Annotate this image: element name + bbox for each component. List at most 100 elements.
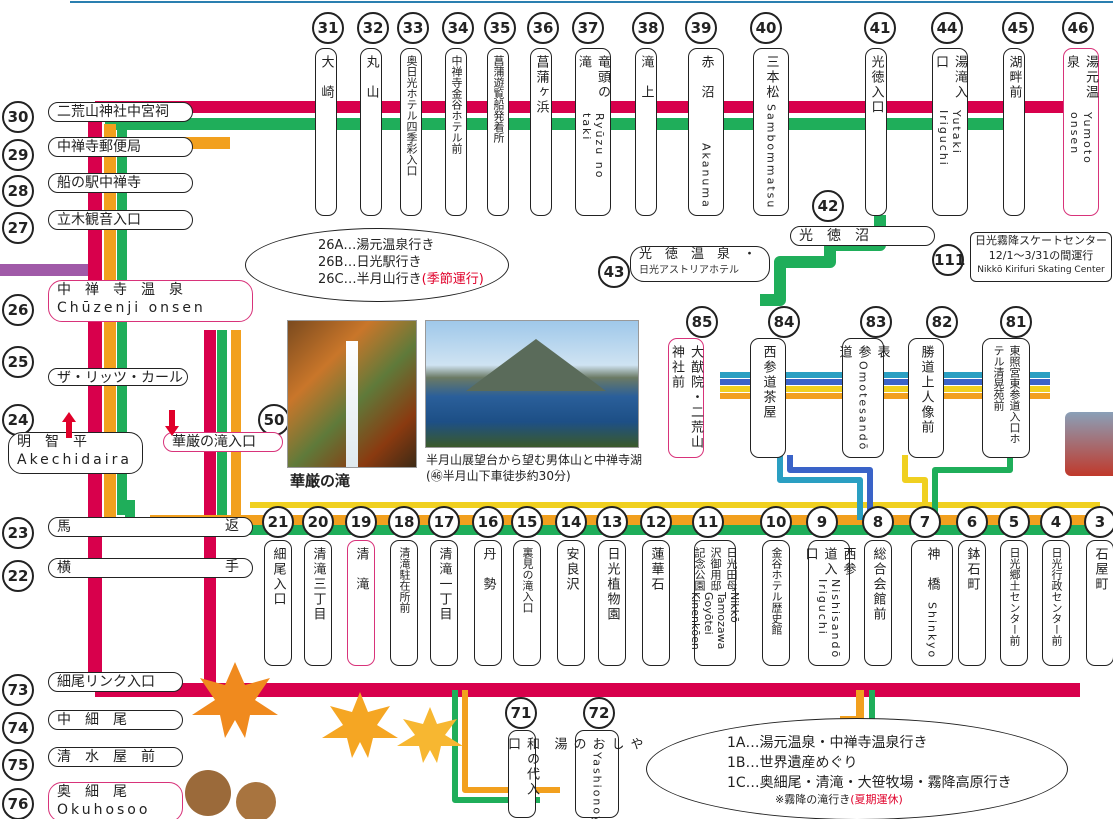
stop-13[interactable]: 日光植物園: [598, 540, 626, 666]
stop-82[interactable]: 勝道上人像前: [908, 338, 944, 458]
stop-21[interactable]: 細尾入口: [264, 540, 292, 666]
stop-9-number: 9: [806, 506, 838, 538]
stop-38[interactable]: 滝 上: [635, 48, 657, 216]
stop-3[interactable]: 石屋町: [1086, 540, 1113, 666]
stop-75[interactable]: 清 水 屋 前: [48, 747, 183, 767]
stop-73[interactable]: 細尾リンク入口: [48, 672, 183, 692]
stop-42[interactable]: 光 徳 沼: [790, 226, 935, 246]
stop-30[interactable]: 二荒山神社中宮祠: [48, 102, 193, 122]
stop-16[interactable]: 丹 勢: [474, 540, 502, 666]
stop-85-label: 大猷院・二荒山神社前: [669, 345, 703, 450]
stop-25-number: 25: [2, 346, 34, 378]
stop-31[interactable]: 大 崎: [315, 48, 337, 216]
stop-73-number: 73: [2, 674, 34, 706]
stop-10[interactable]: 金谷ホテル歴史館: [762, 540, 790, 666]
monkey-mascot-icon-2: [236, 782, 276, 819]
stop-44-number: 44: [931, 12, 963, 44]
stop-25[interactable]: ザ・リッツ・カールトン日光: [48, 368, 188, 386]
stop-24-romaji: Akechidaira: [17, 452, 132, 468]
stop-17[interactable]: 清滝一丁目: [430, 540, 458, 666]
stop-71-label: 和の代入口: [505, 737, 539, 797]
legend-route-26: 26A…湯元温泉行き 26B…日光駅行き 26C…半月山行き(季節運行): [245, 228, 509, 302]
stop-11-romaji: Nikkō Tamozawa Goyōtei Kinenkōen: [689, 591, 741, 650]
stop-28-number: 28: [2, 175, 34, 207]
stop-34-number: 34: [442, 12, 474, 44]
stop-50[interactable]: 華厳の滝入口: [163, 432, 283, 452]
stop-71-number: 71: [505, 697, 537, 729]
stop-22-label: 横: [57, 560, 71, 576]
stop-36[interactable]: 菖蒲ヶ浜: [530, 48, 552, 216]
stop-44-label: 湯滝入口: [933, 55, 967, 100]
stop-31-number: 31: [312, 12, 344, 44]
stop-8[interactable]: 総合会館前: [864, 540, 892, 666]
stop-37-number: 37: [572, 12, 604, 44]
stop-41[interactable]: 光徳入口: [865, 48, 887, 216]
stop-111-line: 日光霧降スケートセンター: [975, 234, 1107, 247]
stop-81[interactable]: 東照宮東参道入口ホテル清晃苑前: [982, 338, 1030, 458]
stop-8-number: 8: [862, 506, 894, 538]
stop-83-number: 83: [860, 306, 892, 338]
stop-5[interactable]: 日光郷土センター前: [1000, 540, 1028, 666]
stop-111-line2: 12/1～3/31の間運行: [988, 249, 1094, 262]
stop-13-label: 日光植物園: [604, 547, 620, 622]
stop-7-number: 7: [909, 506, 941, 538]
stop-22[interactable]: 横: [48, 558, 253, 578]
stop-6[interactable]: 鉢石町: [958, 540, 986, 666]
stop-43-number: 43: [598, 256, 630, 288]
stop-29[interactable]: 中禅寺郵便局: [48, 137, 193, 157]
waterfall-shape: [346, 341, 358, 467]
stop-46-number: 46: [1062, 12, 1094, 44]
stop-7-label: 神 橋: [924, 547, 940, 592]
stop-12[interactable]: 蓮華石: [642, 540, 670, 666]
stop-85[interactable]: 大猷院・二荒山神社前: [668, 338, 704, 458]
stop-35[interactable]: 菖蒲遊覧船発着所: [487, 48, 509, 216]
stop-84[interactable]: 西参道茶屋: [750, 338, 786, 458]
stop-28[interactable]: 船の駅中禅寺: [48, 173, 193, 193]
stop-32[interactable]: 丸 山: [360, 48, 382, 216]
stop-20[interactable]: 清滝三丁目: [304, 540, 332, 666]
stop-15-number: 15: [511, 506, 543, 538]
stop-23[interactable]: 馬: [48, 517, 253, 537]
stop-19[interactable]: 清 滝: [347, 540, 375, 666]
stop-38-label: 滝 上: [638, 55, 654, 100]
stop-26-label: 中 禅 寺 温 泉: [57, 282, 183, 298]
stop-44-romaji: Yutaki Iriguchi: [937, 110, 963, 168]
legend-1-summer: (夏期運休): [850, 793, 903, 806]
stop-45[interactable]: 湖畔前: [1003, 48, 1025, 216]
stop-27[interactable]: 立木観音入口: [48, 210, 193, 230]
stop-4-label: 日光行政センター前: [1050, 547, 1063, 646]
stop-111-line3: Nikkō Kirifuri Skating Center: [977, 265, 1105, 275]
stop-10-label: 金谷ホテル歴史館: [770, 547, 783, 635]
kegon-falls-caption: 華厳の滝: [290, 472, 351, 490]
monkey-mascot-icon: [185, 770, 231, 816]
stop-4[interactable]: 日光行政センター前: [1042, 540, 1070, 666]
stop-84-label: 西参道茶屋: [760, 345, 776, 420]
stop-74[interactable]: 中 細 尾: [48, 710, 183, 730]
stop-71[interactable]: 和の代入口: [505, 730, 539, 818]
stop-34[interactable]: 中禅寺金谷ホテル前: [445, 48, 467, 216]
stop-43[interactable]: 光 徳 温 泉 ・日光アストリアホテル: [630, 246, 770, 282]
stop-44[interactable]: 湯滝入口 Yutaki Iriguchi: [932, 48, 968, 216]
stop-111[interactable]: 日光霧降スケートセンター 12/1～3/31の間運行 Nikkō Kirifuri …: [970, 232, 1112, 282]
stop-14-label: 安良沢: [563, 547, 579, 592]
stop-15[interactable]: 裏見の滝入口: [513, 540, 541, 666]
stop-33[interactable]: 奥日光ホテル四季彩入口: [400, 48, 422, 216]
stop-18[interactable]: 清滝駐在所前: [390, 540, 418, 666]
stop-5-label: 日光郷土センター前: [1008, 547, 1021, 646]
stop-14[interactable]: 安良沢: [557, 540, 585, 666]
stop-5-number: 5: [998, 506, 1030, 538]
stop-72-label: やしおの湯: [551, 737, 643, 752]
legend-26-line2: 26B…日光駅行き: [318, 255, 422, 270]
